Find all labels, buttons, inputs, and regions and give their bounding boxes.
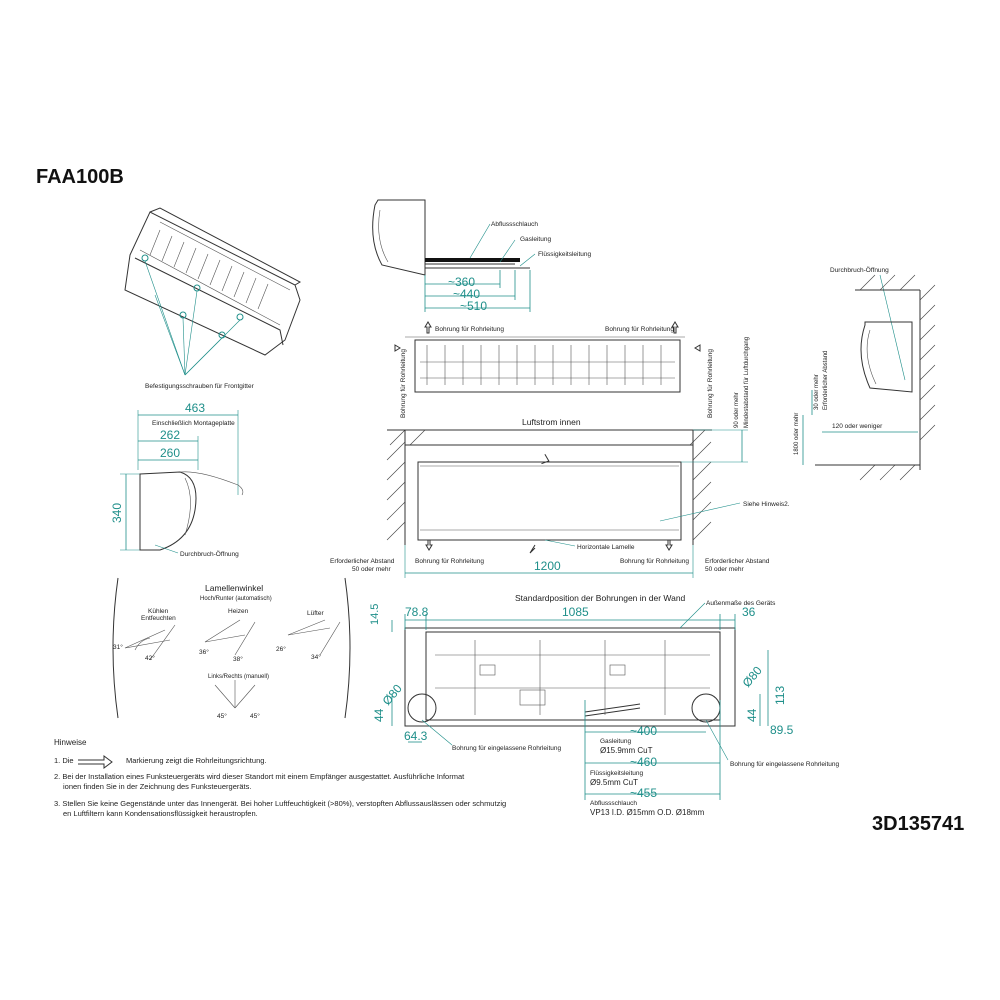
outer-dims-label: Außenmaße des Geräts <box>706 600 776 607</box>
side-view-pipes: Abflussschlauch Gasleitung Flüssigkeitsl… <box>372 199 591 313</box>
dim-510: ~510 <box>460 299 487 313</box>
dehumid-label: Entfeuchten <box>141 615 176 622</box>
drain-hose-label: Abflussschlauch <box>491 221 538 228</box>
model-title: FAA100B <box>36 166 124 188</box>
dim-78-8: 78.8 <box>405 605 429 619</box>
dim-455: ~455 <box>630 786 657 800</box>
left-side-view: 463 Einschließlich Montageplatte 262 260… <box>110 401 244 558</box>
mount-plate-label: Einschließlich Montageplatte <box>152 420 235 427</box>
louvre-angle-panel: Lamellenwinkel Hoch/Runter (automatisch)… <box>112 577 351 720</box>
dim-80-right: Ø80 <box>740 663 766 690</box>
dim-463: 463 <box>185 401 205 415</box>
doc-number: 3D135741 <box>872 813 964 835</box>
min-distance-label: Mindestabstand für Luftdurchgang <box>744 337 750 428</box>
note-1a: 1. Die <box>54 756 74 765</box>
dim-260: 260 <box>160 446 180 460</box>
dim-64-3: 64.3 <box>404 729 428 743</box>
drill-recessed-right: Bohrung für eingelassene Rohrleitung <box>730 761 840 768</box>
dim-80-left: Ø80 <box>380 681 406 708</box>
dim-262: 262 <box>160 428 180 442</box>
screws-label: Befestigungsschrauben für Frontgitter <box>145 383 255 390</box>
perspective-view: Befestigungsschrauben für Frontgitter <box>124 207 302 390</box>
standard-position-title: Standardposition der Bohrungen in der Wa… <box>515 593 686 603</box>
req-dist-vert-label: Erforderlicher Abstand <box>823 351 829 410</box>
liquid-pipe-label: Flüssigkeitsleitung <box>538 251 591 258</box>
heating-label: Heizen <box>228 608 249 615</box>
fan-label: Lüfter <box>307 610 324 617</box>
up-down-label: Hoch/Runter (automatisch) <box>200 596 272 602</box>
less-120-label: 120 oder weniger <box>832 423 883 430</box>
dim-1085: 1085 <box>562 605 589 619</box>
fifty-left: 50 oder mehr <box>352 566 391 573</box>
pipe-direction-arrow-icon <box>78 755 113 769</box>
angle-38: 38° <box>233 655 243 663</box>
drill-pipe-top-right: Bohrung für Rohrleitung <box>605 326 674 333</box>
dim-1200: 1200 <box>534 559 561 573</box>
front-install-view: Luftstrom innen Siehe Hinweis2. Horizont… <box>330 337 790 578</box>
dim-360: ~360 <box>448 275 475 289</box>
angle-42: 42° <box>145 654 155 662</box>
ninety-label: 90 oder mehr <box>734 392 740 428</box>
more-1800-label: 1800 oder mehr <box>794 413 800 455</box>
note-2a: 2. Bei der Installation eines Funksteuer… <box>54 772 465 781</box>
louvre-angle-title: Lamellenwinkel <box>205 583 263 593</box>
note-3b: en Luftfiltern kann Kondensationsflüssig… <box>63 809 258 818</box>
req-dist-left: Erforderlicher Abstand <box>330 558 395 565</box>
gas-spec: Ø15.9mm CuT <box>600 746 653 755</box>
notes-heading: Hinweise <box>54 738 87 747</box>
drill-pipe-bottom-right: Bohrung für Rohrleitung <box>620 558 689 565</box>
fifty-right: 50 oder mehr <box>705 566 744 573</box>
see-note2-label: Siehe Hinweis2. <box>743 501 790 508</box>
gas-pipe-label: Gasleitung <box>520 236 551 243</box>
angle-34: 34° <box>311 653 321 661</box>
req-dist-right: Erforderlicher Abstand <box>705 558 770 565</box>
drain-spec: VP13 I.D. Ø15mm O.D. Ø18mm <box>590 808 705 817</box>
mounting-plate-view: Standardposition der Bohrungen in der Wa… <box>369 593 840 817</box>
dim-44-right: 44 <box>745 708 759 722</box>
airflow-inside-label: Luftstrom innen <box>522 417 581 427</box>
liquid-spec: Ø9.5mm CuT <box>590 778 638 787</box>
dim-36: 36 <box>742 605 756 619</box>
dim-44-left: 44 <box>372 708 386 722</box>
dim-440: ~440 <box>453 287 480 301</box>
wall-opening-right-label: Durchbruch-Öffnung <box>830 266 889 274</box>
front-view-top: Bohrung für Rohrleitung Bohrung für Rohr… <box>394 321 714 418</box>
liquid-label-bottom: Flüssigkeitsleitung <box>590 770 643 777</box>
drill-recessed-left: Bohrung für eingelassene Rohrleitung <box>452 745 562 752</box>
notes: Hinweise 1. Die Markierung zeigt die Roh… <box>54 738 506 818</box>
angle-31: 31° <box>113 643 123 651</box>
drain-label-bottom: Abflussschlauch <box>590 800 637 807</box>
thirty-label: 30 oder mehr <box>814 374 820 410</box>
drill-pipe-left-vert: Bohrung für Rohrleitung <box>400 349 407 418</box>
note-2b: ionen finden Sie in der Zeichnung des Fu… <box>63 782 251 791</box>
left-right-label: Links/Rechts (manuell) <box>208 674 269 680</box>
drill-pipe-right-vert: Bohrung für Rohrleitung <box>707 349 714 418</box>
note-1b: Markierung zeigt die Rohrleitungsrichtun… <box>126 756 267 765</box>
dim-14-5: 14.5 <box>369 604 381 625</box>
right-wall-view: Durchbruch-Öffnung 30 oder mehr Erforder… <box>794 266 936 481</box>
dim-113: 113 <box>773 686 787 705</box>
angle-36: 36° <box>199 648 209 656</box>
wall-opening-left-label: Durchbruch-Öffnung <box>180 550 239 558</box>
angle-45-left: 45° <box>217 712 227 720</box>
dim-89-5: 89.5 <box>770 723 794 737</box>
drill-pipe-top-left: Bohrung für Rohrleitung <box>435 326 504 333</box>
angle-26: 26° <box>276 645 286 653</box>
dim-340: 340 <box>110 503 124 523</box>
dim-460: ~460 <box>630 755 657 769</box>
cooling-label: Kühlen <box>148 608 169 615</box>
gas-label-bottom: Gasleitung <box>600 738 631 745</box>
dim-400: ~400 <box>630 724 657 738</box>
horizontal-louvre-label: Horizontale Lamelle <box>577 544 635 551</box>
drill-pipe-bottom-left: Bohrung für Rohrleitung <box>415 558 484 565</box>
note-3a: 3. Stellen Sie keine Gegenstände unter d… <box>54 799 506 808</box>
angle-45-right: 45° <box>250 712 260 720</box>
